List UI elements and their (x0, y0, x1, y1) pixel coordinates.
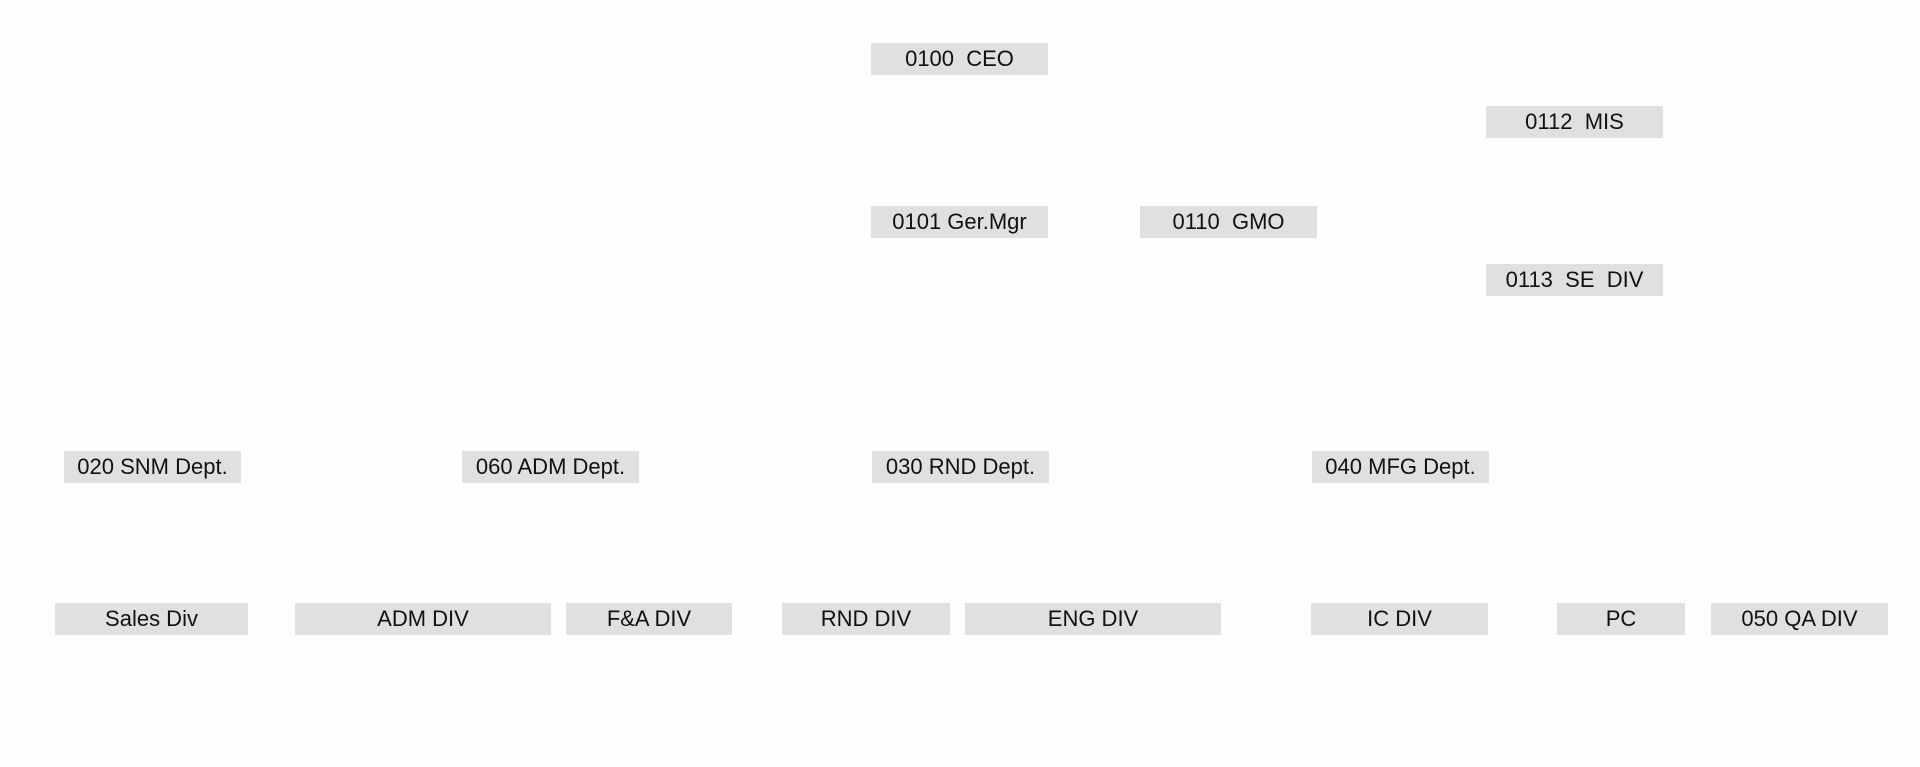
node-adm-dept[interactable]: 060 ADM Dept. (462, 451, 639, 483)
node-se-div[interactable]: 0113 SE DIV (1486, 264, 1663, 296)
node-eng-div[interactable]: ENG DIV (965, 603, 1221, 635)
node-ceo[interactable]: 0100 CEO (871, 43, 1048, 75)
node-ger-mgr[interactable]: 0101 Ger.Mgr (871, 206, 1048, 238)
node-fa-div[interactable]: F&A DIV (566, 603, 732, 635)
node-sales-div[interactable]: Sales Div (55, 603, 248, 635)
node-rnd-dept[interactable]: 030 RND Dept. (872, 451, 1049, 483)
node-gmo[interactable]: 0110 GMO (1140, 206, 1317, 238)
node-mfg-dept[interactable]: 040 MFG Dept. (1312, 451, 1489, 483)
node-mis[interactable]: 0112 MIS (1486, 106, 1663, 138)
node-pc[interactable]: PC (1557, 603, 1685, 635)
node-qa-div[interactable]: 050 QA DIV (1711, 603, 1888, 635)
node-adm-div[interactable]: ADM DIV (295, 603, 551, 635)
node-ic-div[interactable]: IC DIV (1311, 603, 1488, 635)
node-rnd-div[interactable]: RND DIV (782, 603, 950, 635)
node-snm-dept[interactable]: 020 SNM Dept. (64, 451, 241, 483)
